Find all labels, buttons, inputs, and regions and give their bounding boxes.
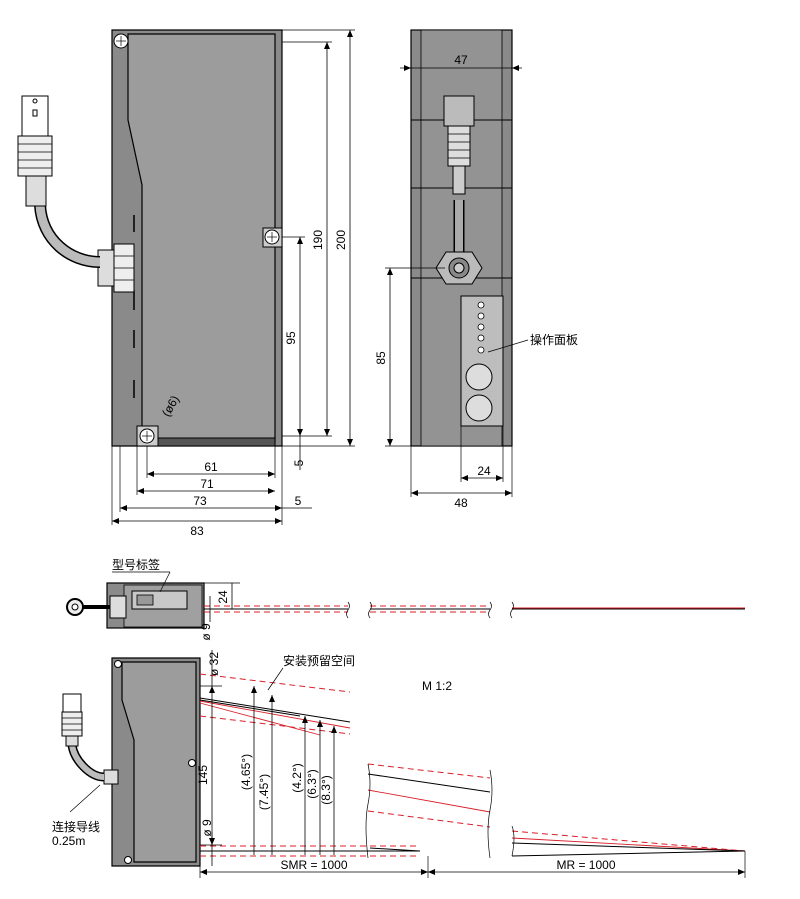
top-view: 型号标签 24 ø 9: [66, 557, 745, 641]
top-break-marks: [346, 601, 514, 619]
front-vertical-dims: [299, 30, 351, 470]
side-extension-lines: [385, 30, 513, 497]
panel-button: [465, 363, 493, 391]
angle-4-2: (4.2°): [290, 763, 304, 792]
install-space-label: 安装预留空间: [283, 653, 355, 668]
beam-view: 连接导线 0.25m: [52, 650, 746, 878]
angle-8-3: (8.3°): [319, 775, 333, 804]
led-indicator: [477, 323, 485, 331]
top-dims: [204, 582, 240, 622]
dim-190: 190: [311, 230, 325, 250]
cable-label-line1: 连接导线: [52, 819, 100, 834]
angle-dim-lines: [253, 686, 335, 855]
arrowheads: [112, 30, 745, 875]
front-view: 190 200 95 5 61 71 73 5 83 (ø6): [17, 29, 355, 538]
front-face: [127, 33, 276, 443]
angle-7-45: (7.45°): [257, 774, 271, 810]
top-beam-lines: [204, 605, 745, 613]
dim-145: 145: [196, 765, 210, 785]
model-label-text: 型号标签: [112, 557, 160, 572]
front-bottom-strip: [149, 437, 276, 447]
led-indicator: [477, 346, 485, 354]
cable-label-line2: 0.25m: [52, 834, 85, 848]
beam-connector-icon: [61, 693, 83, 747]
dim-83: 83: [190, 524, 204, 538]
led-indicator: [477, 301, 485, 309]
dim-47: 47: [454, 53, 468, 67]
dim-95: 95: [284, 331, 298, 345]
beam-far-segment: [511, 825, 746, 857]
beam-middle-segment: [365, 763, 493, 859]
side-view: 操作面板 47 85 24 48: [374, 29, 578, 510]
control-panel-label: 操作面板: [530, 332, 578, 347]
beam-lower-near: [200, 845, 420, 857]
dim-phi9-bottom: ø 9: [200, 819, 214, 837]
dim-71: 71: [200, 477, 214, 491]
screw-top-icon: [113, 33, 129, 49]
side-gland-icon: [435, 251, 483, 285]
dim-61: 61: [204, 460, 218, 474]
dim-48: 48: [454, 496, 468, 510]
front-extension-lines: [111, 29, 355, 525]
beam-envelope-near: [199, 673, 351, 736]
dim-5-horizontal: 5: [295, 494, 302, 508]
control-panel: [460, 295, 504, 427]
smr-label: SMR = 1000: [280, 858, 347, 872]
led-indicator: [477, 312, 485, 320]
screw-bottom-icon: [136, 425, 159, 447]
dim-200: 200: [334, 230, 348, 250]
dim-5-vertical: 5: [292, 459, 306, 466]
angle-4-65: (4.65°): [239, 754, 253, 790]
screw-middle-icon: [262, 227, 283, 248]
cable-gland-icon: [97, 243, 135, 293]
dim-73: 73: [193, 494, 207, 508]
dim-24-small: 24: [216, 590, 230, 604]
led-indicator: [477, 334, 485, 342]
scale-label: M 1:2: [422, 679, 452, 693]
dim-85: 85: [374, 351, 388, 365]
dim-24-bottom: 24: [477, 464, 491, 478]
dim-phi32: ø 32: [207, 652, 221, 676]
dim-phi9-top: ø 9: [199, 623, 213, 641]
dim-145-lines: [200, 650, 222, 866]
front-horizontal-dims: [112, 473, 312, 522]
front-connector-icon: [17, 95, 53, 207]
mr-label: MR = 1000: [556, 858, 615, 872]
side-dims: [389, 67, 522, 494]
angle-6-3: (6.3°): [305, 769, 319, 798]
panel-button: [465, 394, 493, 422]
